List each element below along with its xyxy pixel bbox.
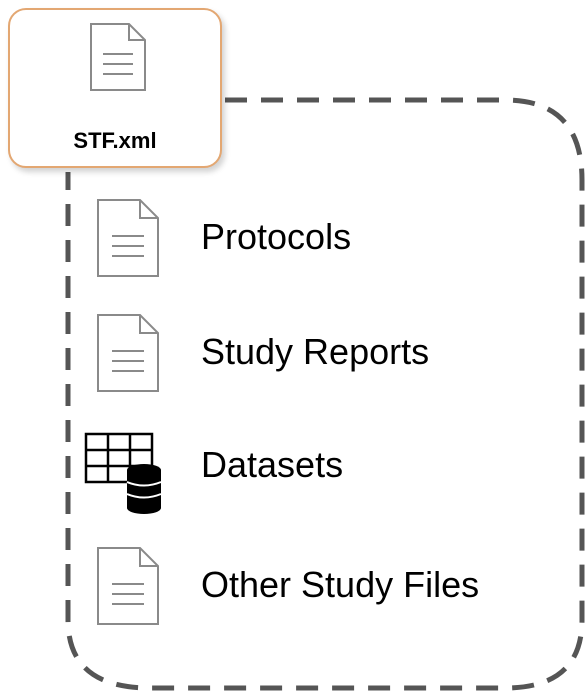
list-item-label: Study Reports [201,331,430,372]
stf-file-card[interactable]: STF.xml [8,8,222,168]
stf-file-label: STF.xml [73,128,157,153]
list-item-label: Other Study Files [201,564,480,605]
list-item-label: Protocols [201,216,352,257]
document-icon [90,23,146,91]
list-item-datasets[interactable]: Datasets [84,432,576,518]
list-item-label: Datasets [201,444,344,485]
list-item-other-study-files[interactable]: Other Study Files [96,546,576,632]
document-icon [97,314,159,392]
list-item-study-reports[interactable]: Study Reports [96,313,576,399]
document-icon [97,547,159,625]
list-item-protocols[interactable]: Protocols [96,198,576,284]
document-icon [97,199,159,277]
table-database-icon [84,432,162,514]
